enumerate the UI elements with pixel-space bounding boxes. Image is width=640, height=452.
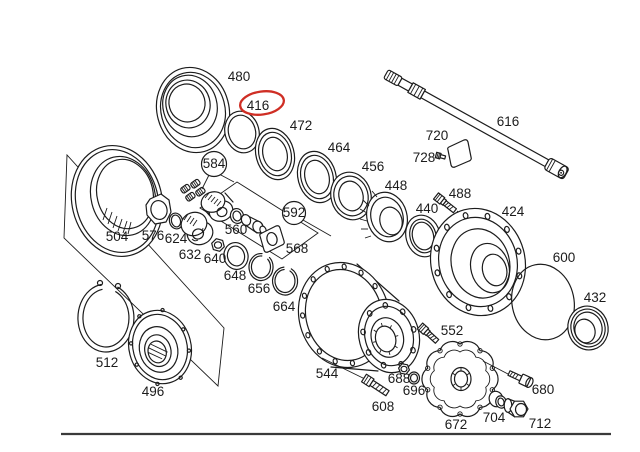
planet-pins-584 xyxy=(180,178,206,202)
part-label-608: 608 xyxy=(372,399,395,414)
nut-640 xyxy=(211,238,225,252)
part-label-704: 704 xyxy=(483,410,506,425)
part-label-448: 448 xyxy=(385,178,408,193)
part-label-616: 616 xyxy=(497,114,520,129)
part-label-480: 480 xyxy=(228,69,251,84)
part-label-424: 424 xyxy=(502,204,525,219)
bolt-552 xyxy=(416,322,440,344)
cover-plate-720 xyxy=(447,139,472,168)
snap-ring-656 xyxy=(248,252,274,282)
washer-560 xyxy=(229,207,245,225)
ring-456 xyxy=(330,171,372,221)
part-label-504: 504 xyxy=(106,229,129,244)
part-label-512: 512 xyxy=(96,355,119,370)
plate-568 xyxy=(259,225,285,253)
part-label-624: 624 xyxy=(165,231,188,246)
ring-464 xyxy=(296,150,338,204)
part-label-464: 464 xyxy=(328,140,351,155)
ring-416 xyxy=(224,110,260,154)
bearing-448 xyxy=(359,190,408,243)
part-label-456: 456 xyxy=(362,159,385,174)
plug-712 xyxy=(503,398,529,418)
bearing-432 xyxy=(567,305,609,351)
hub-flange-424 xyxy=(429,207,527,317)
leader-584b xyxy=(201,174,210,190)
leader-592 xyxy=(302,219,332,237)
bolt-680 xyxy=(482,360,534,389)
part-label-488: 488 xyxy=(449,186,472,201)
part-label-720: 720 xyxy=(426,128,449,143)
axle-shaft-616 xyxy=(383,69,569,180)
bolt-608 xyxy=(360,373,390,397)
highlight-ellipse-416 xyxy=(239,90,285,116)
plate-576 xyxy=(145,193,172,225)
washer-696 xyxy=(407,371,421,385)
scalloped-cover-672 xyxy=(421,340,499,418)
part-label-632: 632 xyxy=(179,247,202,262)
left-sheet-outline xyxy=(63,153,225,387)
ring-gear-504 xyxy=(70,144,164,258)
sun-gear xyxy=(200,191,234,222)
plate-568-hole xyxy=(266,231,278,247)
part-label-416: 416 xyxy=(247,98,270,113)
part-label-496: 496 xyxy=(142,384,165,399)
part-label-552: 552 xyxy=(441,323,464,338)
part-label-672: 672 xyxy=(445,417,468,432)
hub-drum-544 xyxy=(297,261,421,381)
leader-584 xyxy=(218,173,235,183)
part-label-712: 712 xyxy=(529,416,552,431)
screw-728 xyxy=(434,151,447,160)
part-label-696: 696 xyxy=(403,383,426,398)
part-label-656: 656 xyxy=(248,281,271,296)
label-circle-592 xyxy=(281,200,307,226)
part-label-728: 728 xyxy=(413,150,436,165)
planet-gear-632 xyxy=(180,211,214,246)
roller-pin xyxy=(240,214,267,235)
part-label-560: 560 xyxy=(225,222,248,237)
part-label-472: 472 xyxy=(290,118,313,133)
part-label-664: 664 xyxy=(273,299,296,314)
part-label-640: 640 xyxy=(204,251,227,266)
part-label-592: 592 xyxy=(283,205,306,220)
part-label-584: 584 xyxy=(203,156,226,171)
part-label-680: 680 xyxy=(532,382,555,397)
ring-648 xyxy=(223,241,249,271)
snap-ring-512 xyxy=(77,279,135,353)
part-label-648: 648 xyxy=(224,268,247,283)
part-label-600: 600 xyxy=(553,250,576,265)
part-label-432: 432 xyxy=(584,290,607,305)
part-label-576: 576 xyxy=(142,228,165,243)
gasket-600 xyxy=(511,263,575,341)
part-label-568: 568 xyxy=(286,241,309,256)
nut-688 xyxy=(398,363,410,375)
part-label-440: 440 xyxy=(416,201,439,216)
bearing-housing-496 xyxy=(127,307,193,387)
part-label-688: 688 xyxy=(388,371,411,386)
part-label-544: 544 xyxy=(316,366,339,381)
label-circle-584 xyxy=(200,150,228,178)
ring-472 xyxy=(254,127,296,181)
snap-ring-664 xyxy=(271,266,299,296)
seal-ring-480 xyxy=(155,66,231,154)
